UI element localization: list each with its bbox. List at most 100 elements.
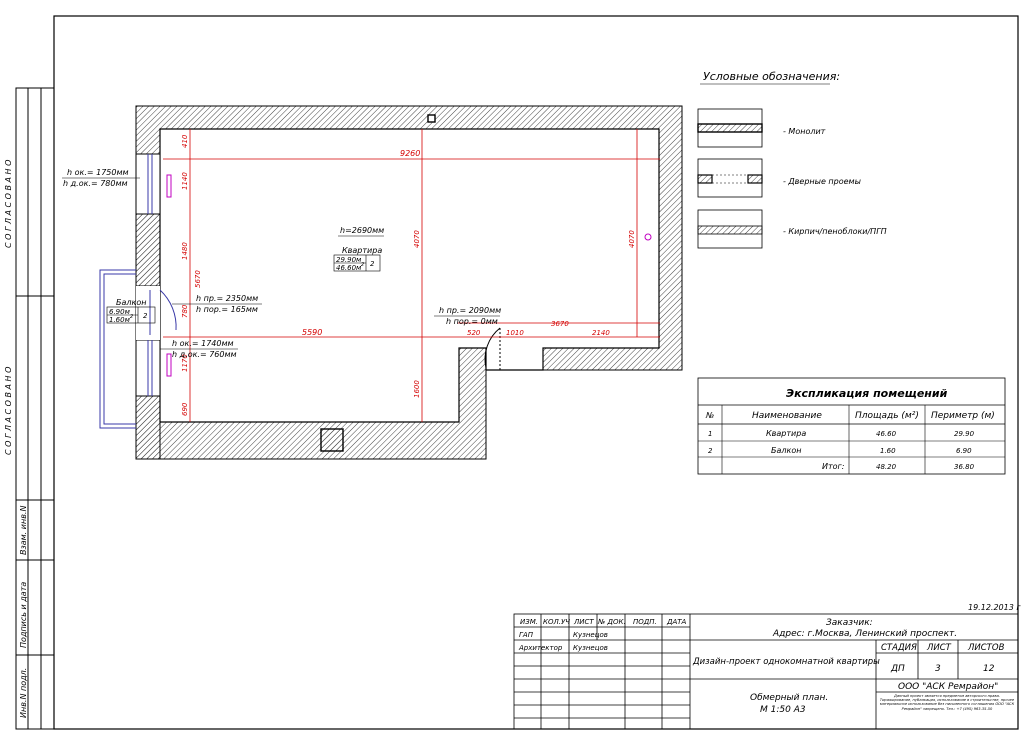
dim-520: 520 bbox=[467, 329, 481, 337]
tb-h-podp: ПОДП. bbox=[633, 618, 657, 626]
dim-3670: 3670 bbox=[551, 320, 569, 328]
balcony-number: 2 bbox=[143, 312, 148, 320]
title-block bbox=[513, 613, 1019, 730]
radiator-1 bbox=[166, 174, 172, 198]
column bbox=[320, 428, 344, 452]
expl-row2-num: 2 bbox=[708, 447, 713, 455]
window-1 bbox=[147, 154, 153, 214]
tb-drawing-scale: М 1:50 А3 bbox=[760, 705, 806, 715]
note-door1-b: h пор.= 165мм bbox=[196, 305, 258, 314]
dimensions: 410 1140 1480 5670 780 1170 690 9260 407… bbox=[163, 129, 660, 422]
balcony bbox=[99, 269, 136, 429]
plan-notes: h ок.= 1750мм h д.ок.= 780мм h пр.= 2350… bbox=[62, 168, 501, 359]
note-window1-b: h д.ок.= 780мм bbox=[63, 179, 128, 188]
dim-780: 780 bbox=[181, 304, 189, 318]
expl-row1-area: 46.60 bbox=[876, 430, 897, 438]
stamp-soglasovano-top: С О Г Л А С О В А Н О bbox=[4, 160, 13, 248]
legend-item-brick: - Кирпич/пенобл­оки/ПГП bbox=[783, 227, 887, 236]
tb-company: ООО "АСК Ремрайон" bbox=[898, 682, 998, 692]
legend-title: Условные обозначения: bbox=[703, 70, 840, 83]
tb-stage: ДП bbox=[890, 664, 905, 674]
tb-role-architect: Архитектор bbox=[518, 644, 563, 652]
tb-sheet: 3 bbox=[935, 664, 941, 674]
radiator-2 bbox=[166, 353, 172, 377]
note-window1-a: h ок.= 1750мм bbox=[67, 168, 129, 177]
note-door1-a: h пр.= 2350мм bbox=[196, 294, 258, 303]
legend: Условные обозначения: - Монолит - Дверны… bbox=[697, 70, 887, 249]
flat-number: 2 bbox=[370, 260, 375, 268]
wall-left-lower bbox=[135, 395, 161, 460]
expl-row1-name: Квартира bbox=[766, 429, 806, 438]
flat-area: 46.60м bbox=[336, 264, 362, 272]
dim-410: 410 bbox=[181, 134, 189, 148]
stamp-soglasovano-bottom: С О Г Л А С О В А Н О bbox=[4, 367, 13, 455]
tb-customer: Заказчик: bbox=[826, 618, 873, 628]
tb-name-architect: Кузнецов bbox=[573, 644, 608, 652]
expl-total-label: Итог: bbox=[822, 462, 845, 471]
room-outline bbox=[159, 128, 660, 423]
tb-h-data: ДАТА bbox=[666, 618, 687, 626]
stamp-vzam: Взам. инв.N bbox=[19, 506, 28, 555]
tb-sheets-header: ЛИСТОВ bbox=[967, 643, 1005, 653]
dim-1170: 1170 bbox=[181, 354, 189, 372]
stamp-podpis: Подпись и дата bbox=[19, 582, 28, 648]
flat-name: Квартира bbox=[342, 246, 382, 255]
dim-1480: 1480 bbox=[181, 242, 189, 260]
expl-row1-perimeter: 29.90 bbox=[954, 430, 975, 438]
title-block-text: ИЗМ. КОЛ.УЧ ЛИСТ № ДОК. ПОДП. ДАТА ГАП К… bbox=[518, 618, 1005, 715]
tb-h-izm: ИЗМ. bbox=[520, 618, 538, 626]
tb-stage-header: СТАДИЯ bbox=[881, 643, 917, 653]
note-window2-b: h д.ок.= 760мм bbox=[172, 350, 237, 359]
drawing-date: 19.12.2013 г bbox=[968, 603, 1021, 612]
expl-header-num: № bbox=[705, 411, 714, 420]
tb-role-gap: ГАП bbox=[519, 631, 534, 639]
vent-shaft bbox=[427, 114, 436, 123]
expl-total-perimeter: 36.80 bbox=[954, 463, 975, 471]
balcony-area: 1.60м bbox=[109, 316, 131, 324]
expl-header-area: Площадь (м²) bbox=[855, 411, 919, 421]
note-door2-a: h пр.= 2090мм bbox=[439, 306, 501, 315]
expl-header-name: Наименование bbox=[752, 411, 822, 421]
entrance-door-swing bbox=[484, 327, 501, 369]
flat-area-sup: 2 bbox=[361, 262, 364, 268]
balcony-perimeter: 6.90м bbox=[109, 308, 131, 316]
dim-1140: 1140 bbox=[181, 172, 189, 190]
expl-row2-name: Балкон bbox=[771, 446, 801, 455]
expl-row2-perimeter: 6.90 bbox=[956, 447, 972, 455]
socket bbox=[644, 233, 652, 241]
dim-2140: 2140 bbox=[592, 329, 610, 337]
window-2 bbox=[147, 340, 153, 396]
balcony-door-swing bbox=[159, 289, 177, 331]
tb-drawing-name: Обмерный план. bbox=[750, 693, 828, 703]
expl-total-area: 48.20 bbox=[876, 463, 897, 471]
note-door2-b: h пор.= 0мм bbox=[446, 317, 498, 326]
tb-fine-print: Данный проект является предметом авторск… bbox=[879, 694, 1015, 711]
tb-name-gap: Кузнецов bbox=[573, 631, 608, 639]
balcony-inner bbox=[103, 273, 136, 425]
dim-1010: 1010 bbox=[506, 329, 524, 337]
wall-left-upper bbox=[135, 213, 161, 287]
explication-title: Экспликация помещений bbox=[786, 387, 948, 400]
expl-row2-area: 1.60 bbox=[880, 447, 896, 455]
tb-h-kol: КОЛ.УЧ bbox=[543, 618, 570, 626]
expl-header-perimeter: Периметр (м) bbox=[931, 411, 995, 421]
legend-item-doors: - Дверные проемы bbox=[783, 177, 861, 186]
note-ceiling-height: h=2690мм bbox=[340, 226, 384, 235]
expl-row1-num: 1 bbox=[708, 430, 712, 438]
stamp-inv: Инв.N подл. bbox=[19, 668, 28, 718]
tb-address: Адрес: г.Москва, Ленинский проспект. bbox=[772, 629, 957, 639]
dim-5590: 5590 bbox=[302, 328, 322, 337]
floor-plan bbox=[99, 105, 683, 460]
note-window2-a: h ок.= 1740мм bbox=[172, 339, 234, 348]
tb-sheet-header: ЛИСТ bbox=[926, 643, 952, 653]
dim-9260: 9260 bbox=[400, 149, 420, 158]
balcony-name: Балкон bbox=[116, 298, 146, 307]
tb-h-list: ЛИСТ bbox=[573, 618, 594, 626]
tb-sheets: 12 bbox=[983, 664, 995, 674]
legend-item-monolith: - Монолит bbox=[783, 127, 826, 136]
room-label-flat: Квартира 29.90м 46.60м 2 2 bbox=[333, 246, 382, 272]
balcony-area-sup: 2 bbox=[130, 314, 133, 320]
tb-project: Дизайн-проект однокомнатной квартиры bbox=[692, 657, 880, 667]
room-label-balcony: Балкон 6.90м 1.60м 2 2 bbox=[106, 298, 156, 324]
